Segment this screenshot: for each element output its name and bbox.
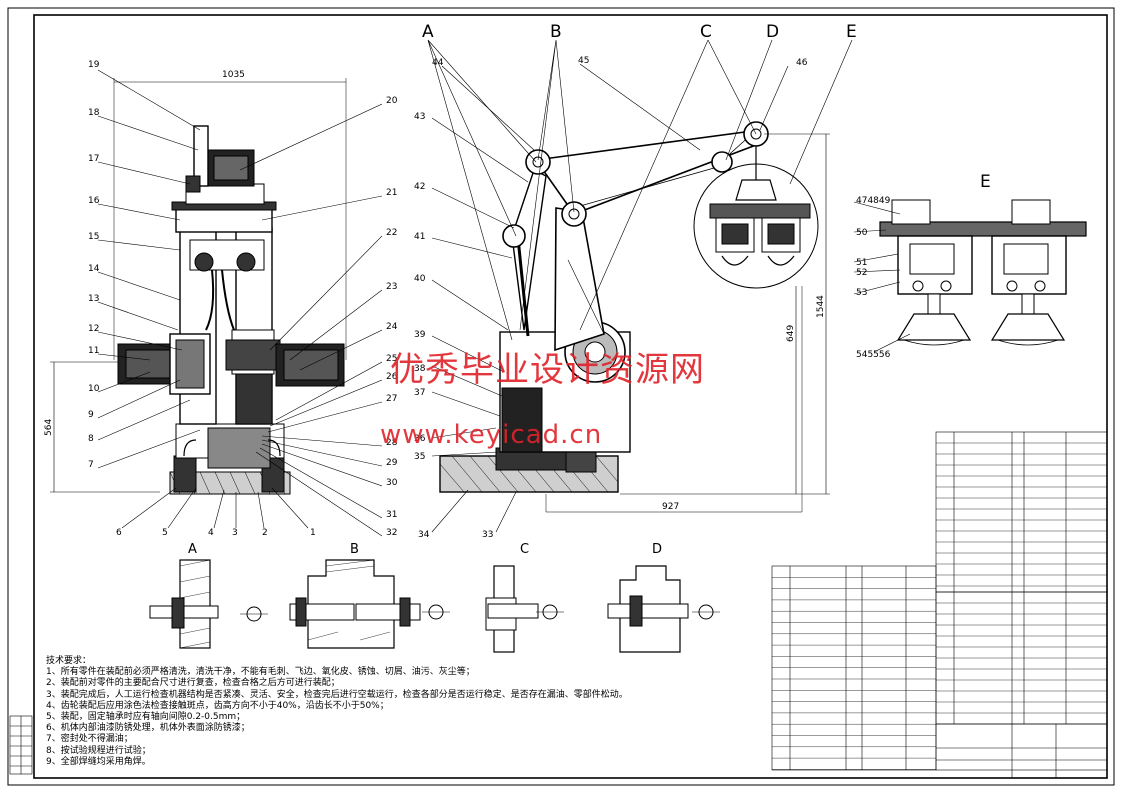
bottom-section-a: A bbox=[188, 542, 197, 557]
dimension-1035: 1035 bbox=[222, 70, 245, 80]
outer-frame bbox=[7, 7, 1115, 786]
inner-frame bbox=[33, 14, 1108, 779]
requirement-item: 2、装配前对零件的主要配合尺寸进行复查，检查合格之后方可进行装配； bbox=[46, 678, 340, 689]
requirement-item: 4、齿轮装配后应用涂色法检查接触斑点，齿高方向不小于40%，沿齿长不小于50%； bbox=[46, 700, 389, 711]
dimension-1544: 1544 bbox=[816, 295, 826, 318]
part-number: 20 bbox=[386, 96, 398, 106]
part-number: 39 bbox=[414, 330, 426, 340]
part-number: 38 bbox=[414, 364, 426, 374]
binding-margin-block bbox=[9, 715, 33, 775]
part-number: 14 bbox=[88, 264, 100, 274]
part-number: 18 bbox=[88, 108, 100, 118]
watermark-url: www.keyicad.cn bbox=[380, 420, 603, 450]
part-number: 52 bbox=[856, 268, 868, 278]
part-number: 36 bbox=[414, 434, 426, 444]
left-view bbox=[50, 78, 347, 495]
section-letter-d: D bbox=[766, 22, 780, 42]
dimension-564: 564 bbox=[44, 418, 54, 436]
part-number: 6 bbox=[116, 528, 122, 538]
section-letter-c: C bbox=[700, 22, 712, 42]
part-number: 53 bbox=[856, 288, 868, 298]
part-number: 27 bbox=[386, 394, 398, 404]
part-number: 8 bbox=[88, 434, 94, 444]
part-number: 50 bbox=[856, 228, 868, 238]
part-number: 3 bbox=[232, 528, 238, 538]
part-number: 7 bbox=[88, 460, 94, 470]
detail-e-leaders bbox=[853, 201, 911, 353]
part-number: 2 bbox=[262, 528, 268, 538]
parts-list-upper bbox=[935, 431, 1108, 593]
part-number: 5 bbox=[162, 528, 168, 538]
bottom-section-c: C bbox=[520, 542, 530, 557]
left-view-leaders bbox=[97, 69, 383, 537]
part-number: 28 bbox=[386, 438, 398, 448]
part-number: 30 bbox=[386, 478, 398, 488]
part-number: 25 bbox=[386, 354, 398, 364]
requirement-item: 9、全部焊缝均采用角焊。 bbox=[46, 756, 151, 767]
part-number: 21 bbox=[386, 188, 398, 198]
part-number: 15 bbox=[88, 232, 100, 242]
right-view-leaders bbox=[427, 39, 853, 533]
part-number: 10 bbox=[88, 384, 100, 394]
part-number: 1 bbox=[310, 528, 316, 538]
part-number: 4 bbox=[208, 528, 214, 538]
part-number: 42 bbox=[414, 182, 426, 192]
part-number: 9 bbox=[88, 410, 94, 420]
detail-e bbox=[879, 199, 1087, 346]
parts-list-main bbox=[771, 565, 1108, 778]
part-number: 44 bbox=[432, 58, 444, 68]
part-number: 13 bbox=[88, 294, 100, 304]
requirement-item: 7、密封处不得漏油； bbox=[46, 734, 133, 745]
bottom-section-d: D bbox=[652, 542, 663, 557]
part-number: 545556 bbox=[856, 350, 891, 360]
dimension-927: 927 bbox=[662, 502, 680, 512]
part-number: 32 bbox=[386, 528, 398, 538]
parts-list-rows bbox=[772, 442, 1107, 770]
section-letter-b: B bbox=[550, 22, 562, 42]
part-number: 16 bbox=[88, 196, 100, 206]
part-number: 34 bbox=[418, 530, 430, 540]
part-number: 37 bbox=[414, 388, 426, 398]
part-number: 22 bbox=[386, 228, 398, 238]
part-number: 33 bbox=[482, 530, 494, 540]
part-number: 43 bbox=[414, 112, 426, 122]
part-number: 23 bbox=[386, 282, 398, 292]
part-number: 19 bbox=[88, 60, 100, 70]
watermark-title: 优秀毕业设计资源网 bbox=[390, 350, 705, 390]
dimension-649: 649 bbox=[786, 324, 796, 342]
right-view bbox=[439, 121, 830, 513]
part-number: 45 bbox=[578, 56, 590, 66]
part-number: 12 bbox=[88, 324, 100, 334]
detail-e-title: E bbox=[980, 172, 991, 192]
part-number: 26 bbox=[386, 372, 398, 382]
section-letter-a: A bbox=[422, 22, 434, 42]
requirement-item: 3、装配完成后，人工运行检查机器结构是否紧凑、灵活、安全，检查完后进行空载运行，… bbox=[46, 689, 628, 700]
part-number: 29 bbox=[386, 458, 398, 468]
part-number: 11 bbox=[88, 346, 100, 356]
part-number: 46 bbox=[796, 58, 808, 68]
part-number: 17 bbox=[88, 154, 100, 164]
bottom-section-b: B bbox=[350, 542, 359, 557]
part-number: 31 bbox=[386, 510, 398, 520]
requirement-item: 6、机体内部油漆防锈处理，机体外表面涂防锈漆； bbox=[46, 723, 250, 734]
part-number: 51 bbox=[856, 258, 868, 268]
part-number: 41 bbox=[414, 232, 426, 242]
bottom-sections bbox=[149, 559, 720, 653]
technical-requirements-title: 技术要求： bbox=[46, 656, 92, 666]
section-letter-e: E bbox=[846, 22, 857, 42]
part-number: 24 bbox=[386, 322, 398, 332]
part-number: 40 bbox=[414, 274, 426, 284]
requirement-item: 1、所有零件在装配前必须严格清洗，清洗干净，不能有毛刺、飞边、氧化皮、锈蚀、切屑… bbox=[46, 667, 475, 678]
requirement-item: 5、装配，固定轴承时应有轴向间隙0.2-0.5mm； bbox=[46, 712, 246, 723]
part-number: 474849 bbox=[856, 196, 891, 206]
technical-requirements: 技术要求： 1、所有零件在装配前必须严格清洗，清洗干净，不能有毛刺、飞边、氧化皮… bbox=[46, 656, 766, 768]
part-number: 35 bbox=[414, 452, 426, 462]
requirement-item: 8、按试验规程进行试验； bbox=[46, 745, 151, 756]
